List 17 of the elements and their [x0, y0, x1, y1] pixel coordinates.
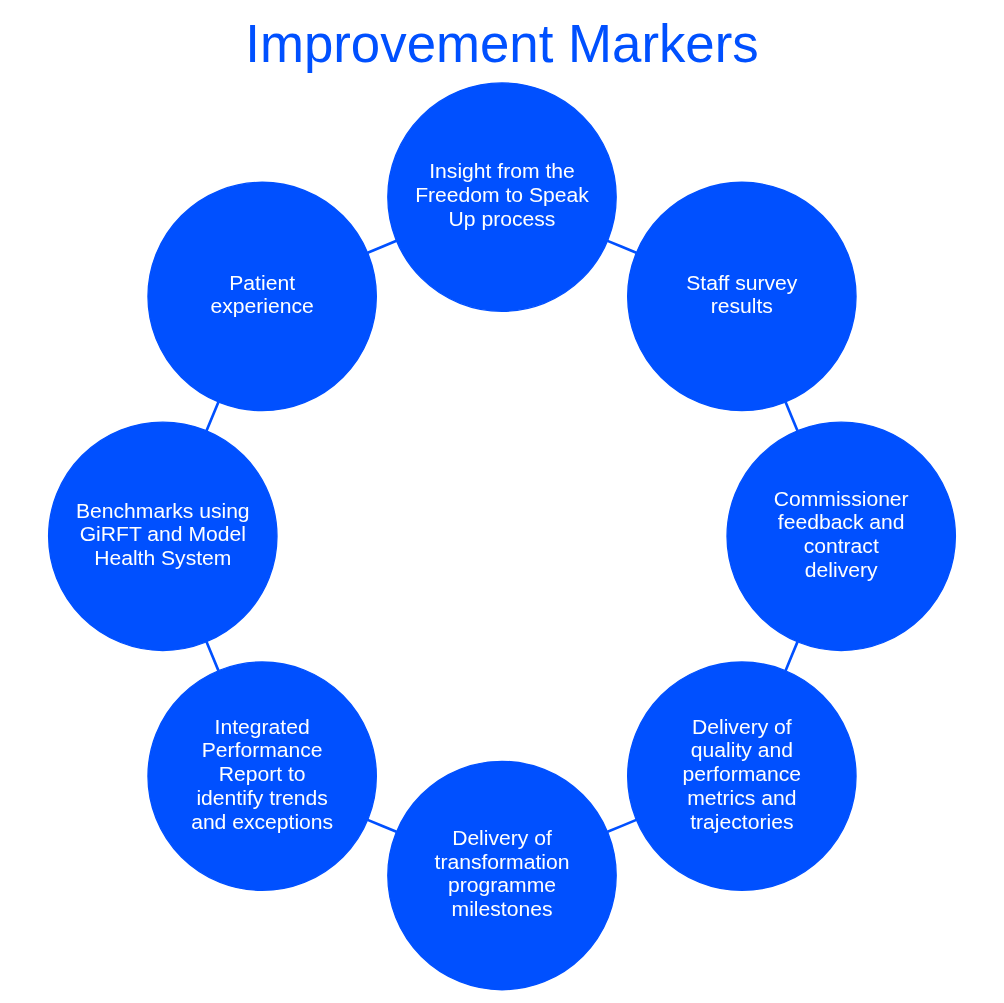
connector — [367, 239, 397, 254]
node-circle: Commissioner feedback and contract delivery — [726, 420, 957, 651]
node-circle: Patient experience — [147, 181, 377, 411]
node-circle: Delivery of transformation programme milestones — [387, 760, 617, 990]
connector — [205, 640, 220, 671]
connector — [607, 239, 637, 254]
connector — [367, 818, 397, 833]
connector — [784, 401, 799, 431]
connector — [607, 818, 637, 833]
node-circle: Staff survey results — [627, 181, 857, 411]
connector — [205, 401, 220, 431]
node-circle: Integrated Performance Report to identify trends and exceptions — [147, 660, 377, 891]
node-circle: Benchmarks using GiRFT and Model Health System — [47, 420, 278, 651]
node-circle: Delivery of quality and performance metrics and trajectories — [627, 660, 857, 891]
node-circle: Insight from the Freedom to Speak Up process — [387, 81, 617, 312]
diagram-title: Improvement Markers — [245, 13, 759, 73]
connector — [784, 640, 799, 671]
